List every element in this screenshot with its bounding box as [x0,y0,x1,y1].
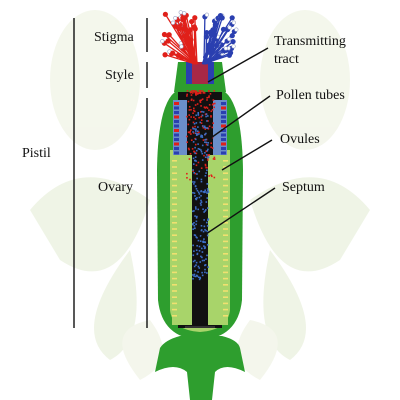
background-petals [30,10,370,380]
stigma-papillae [160,10,239,65]
septum-structure [193,155,207,325]
ovary-label: Ovary [98,180,133,195]
transmitting-tract-label-line2: tract [274,52,299,67]
style-region [174,62,226,92]
pistil-label: Pistil [22,146,51,161]
pollen-tubes-label: Pollen tubes [276,88,345,103]
ovules-group [172,102,228,328]
pollen-tubes-group [186,90,216,281]
ovules-label: Ovules [280,132,320,147]
transmitting-tract-label-line1: Transmitting [274,34,346,49]
style-label: Style [105,68,134,83]
septum-label: Septum [282,180,325,195]
receptacle [155,336,245,400]
stigma-label: Stigma [94,30,134,45]
label-lines [73,18,276,328]
